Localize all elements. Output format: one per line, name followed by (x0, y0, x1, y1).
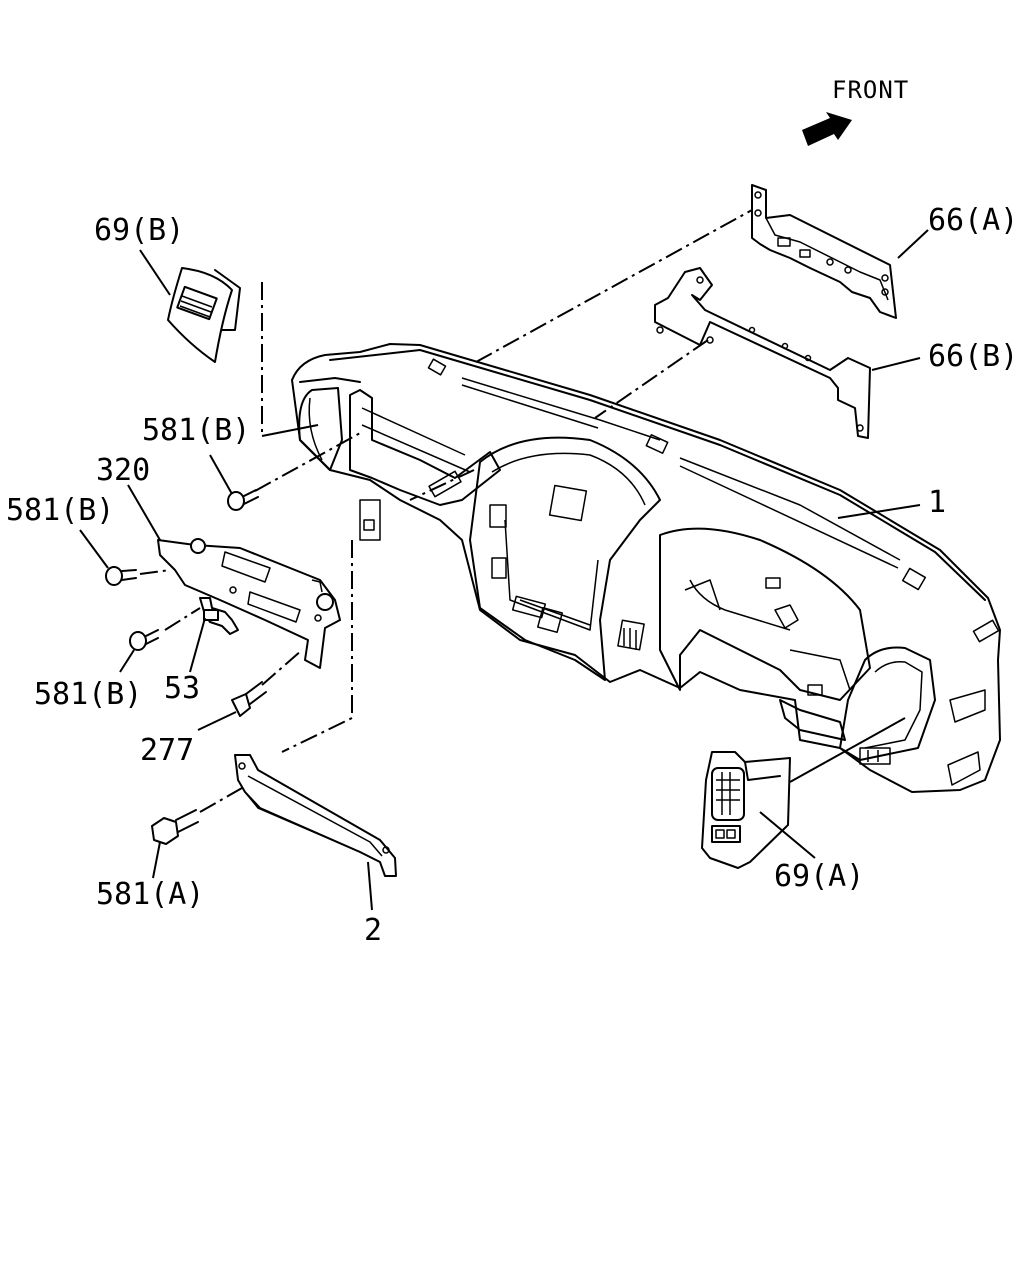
bracket-66b (654, 267, 871, 439)
screw-581b-upper (227, 489, 259, 511)
clip-53 (199, 597, 239, 635)
bracket-66a (751, 184, 897, 319)
screw-581b-lower (129, 629, 159, 651)
bracket-2 (234, 754, 397, 877)
label-2: 2 (364, 913, 382, 948)
label-69a: 69(A) (774, 859, 864, 894)
label-66a: 66(A) (928, 203, 1018, 238)
screw-277 (231, 681, 267, 717)
assembly-lines (139, 209, 753, 813)
bracket-320 (157, 538, 341, 669)
screw-581b-left (105, 566, 137, 586)
bolt-581a (151, 809, 199, 845)
label-320: 320 (96, 453, 150, 488)
front-arrow-icon (802, 112, 852, 146)
vent-69b (167, 267, 241, 363)
label-66b: 66(B) (928, 339, 1018, 374)
label-581b-upper: 581(B) (142, 413, 250, 448)
label-581b-lower: 581(B) (34, 677, 142, 712)
dashboard-panel-1 (291, 343, 1001, 793)
label-1: 1 (928, 485, 946, 520)
label-581a: 581(A) (96, 877, 204, 912)
label-581b-left: 581(B) (6, 493, 114, 528)
label-69b: 69(B) (94, 213, 184, 248)
front-label: FRONT (832, 76, 909, 104)
label-53: 53 (164, 671, 200, 706)
vent-69a (701, 751, 791, 869)
label-277: 277 (140, 733, 194, 768)
leader-lines (79, 229, 929, 911)
part-labels: 66(A) 66(B) 69(B) 581(B) 320 581(B) 581(… (6, 203, 1018, 948)
